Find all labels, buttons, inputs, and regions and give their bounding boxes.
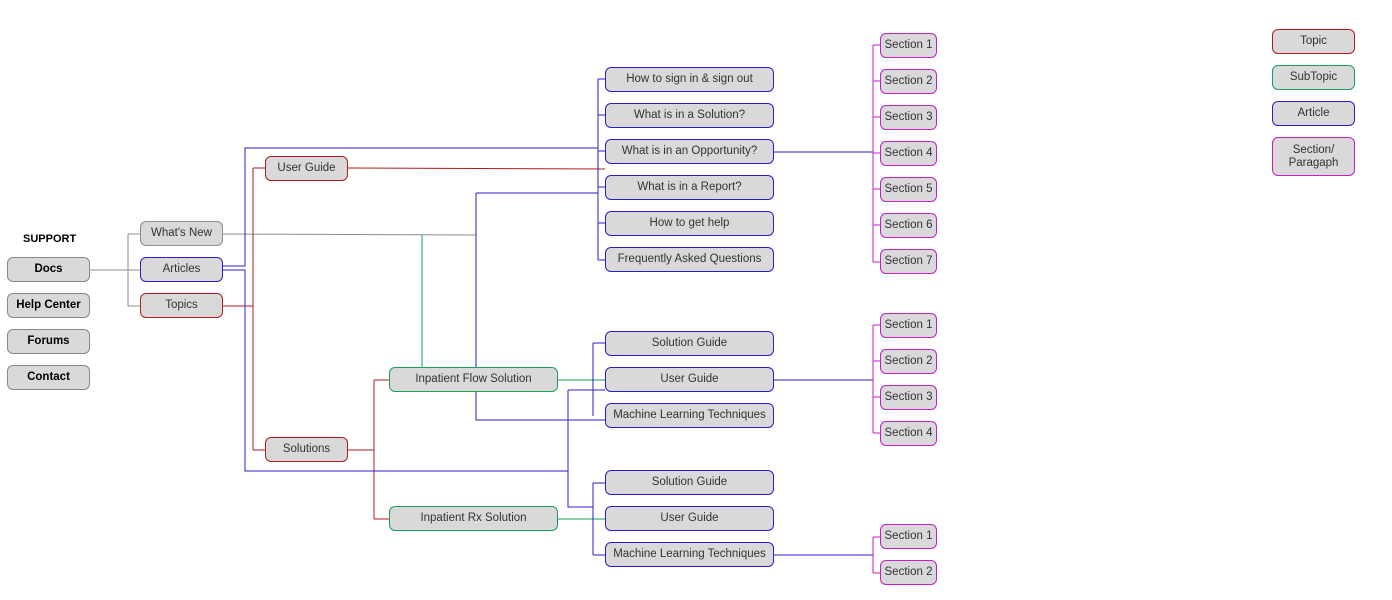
opportunity-section-node[interactable]: Section 1 <box>880 33 937 58</box>
article-what-is-opportunity[interactable]: What is in an Opportunity? <box>605 139 774 164</box>
article-faq[interactable]: Frequently Asked Questions <box>605 247 774 272</box>
rx-user-guide-article[interactable]: User Guide <box>605 506 774 531</box>
whats-new-node[interactable]: What's New <box>140 221 223 246</box>
inpatient-flow-solution-subtopic[interactable]: Inpatient Flow Solution <box>389 367 558 392</box>
topic-connectors <box>223 167 606 520</box>
flow-user-guide-section-node[interactable]: Section 4 <box>880 421 937 446</box>
flow-solution-guide-article[interactable]: Solution Guide <box>605 331 774 356</box>
rx-ml-section-node[interactable]: Section 2 <box>880 560 937 585</box>
legend-article: Article <box>1272 101 1355 126</box>
rx-ml-section-node[interactable]: Section 1 <box>880 524 937 549</box>
opportunity-section-node[interactable]: Section 2 <box>880 69 937 94</box>
article-what-is-report[interactable]: What is in a Report? <box>605 175 774 200</box>
rx-solution-guide-article[interactable]: Solution Guide <box>605 470 774 495</box>
opportunity-section-node[interactable]: Section 7 <box>880 249 937 274</box>
section-connectors <box>872 44 880 574</box>
flow-user-guide-section-node[interactable]: Section 1 <box>880 313 937 338</box>
flow-user-guide-section-node[interactable]: Section 3 <box>880 385 937 410</box>
opportunity-section-node[interactable]: Section 6 <box>880 213 937 238</box>
opportunity-section-node[interactable]: Section 3 <box>880 105 937 130</box>
article-how-to-get-help[interactable]: How to get help <box>605 211 774 236</box>
user-guide-topic[interactable]: User Guide <box>265 156 348 181</box>
flow-user-guide-section-node[interactable]: Section 2 <box>880 349 937 374</box>
opportunity-section-node[interactable]: Section 4 <box>880 141 937 166</box>
articles-node[interactable]: Articles <box>140 257 223 282</box>
legend-topic: Topic <box>1272 29 1355 54</box>
contact-button[interactable]: Contact <box>7 365 90 390</box>
opportunity-section-node[interactable]: Section 5 <box>880 177 937 202</box>
help-center-button[interactable]: Help Center <box>7 293 90 318</box>
rx-ml-techniques-article[interactable]: Machine Learning Techniques <box>605 542 774 567</box>
subtopic-connectors <box>421 235 605 520</box>
article-sign-in-out[interactable]: How to sign in & sign out <box>605 67 774 92</box>
legend-subtopic: SubTopic <box>1272 65 1355 90</box>
legend-section: Section/ Paragaph <box>1272 137 1355 176</box>
flow-ml-techniques-article[interactable]: Machine Learning Techniques <box>605 403 774 428</box>
docs-button[interactable]: Docs <box>7 257 90 282</box>
solutions-topic[interactable]: Solutions <box>265 437 348 462</box>
inpatient-rx-solution-subtopic[interactable]: Inpatient Rx Solution <box>389 506 558 531</box>
topics-node[interactable]: Topics <box>140 293 223 318</box>
article-connectors <box>223 78 873 556</box>
article-what-is-solution[interactable]: What is in a Solution? <box>605 103 774 128</box>
support-heading: SUPPORT <box>23 233 77 245</box>
flow-user-guide-article[interactable]: User Guide <box>605 367 774 392</box>
forums-button[interactable]: Forums <box>7 329 90 354</box>
gray-connectors <box>90 233 477 307</box>
